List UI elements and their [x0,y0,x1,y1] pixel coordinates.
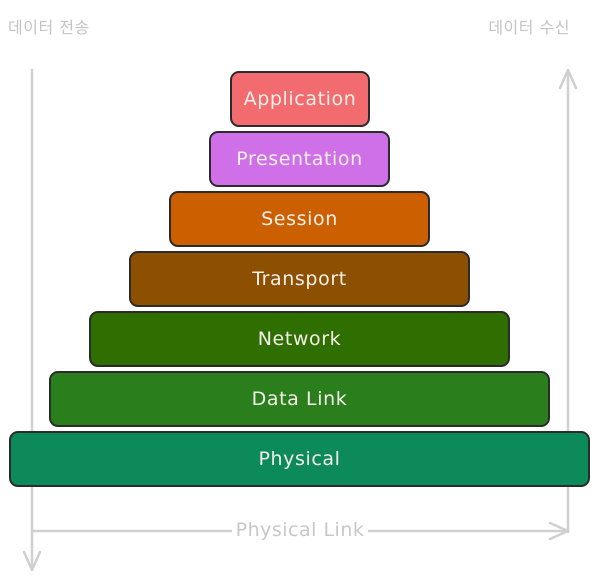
layer-network: Network [89,311,510,367]
data-send-label: 데이터 전송 [8,18,90,37]
layer-application: Application [230,71,370,127]
layer-session: Session [169,191,430,247]
layer-transport: Transport [129,251,470,307]
layer-physical: Physical [9,431,590,487]
send-arrow [22,68,42,572]
physical-link-arrow [30,521,570,541]
data-receive-label: 데이터 수신 [488,18,570,37]
layer-data-link: Data Link [49,371,550,427]
layer-presentation: Presentation [209,131,390,187]
